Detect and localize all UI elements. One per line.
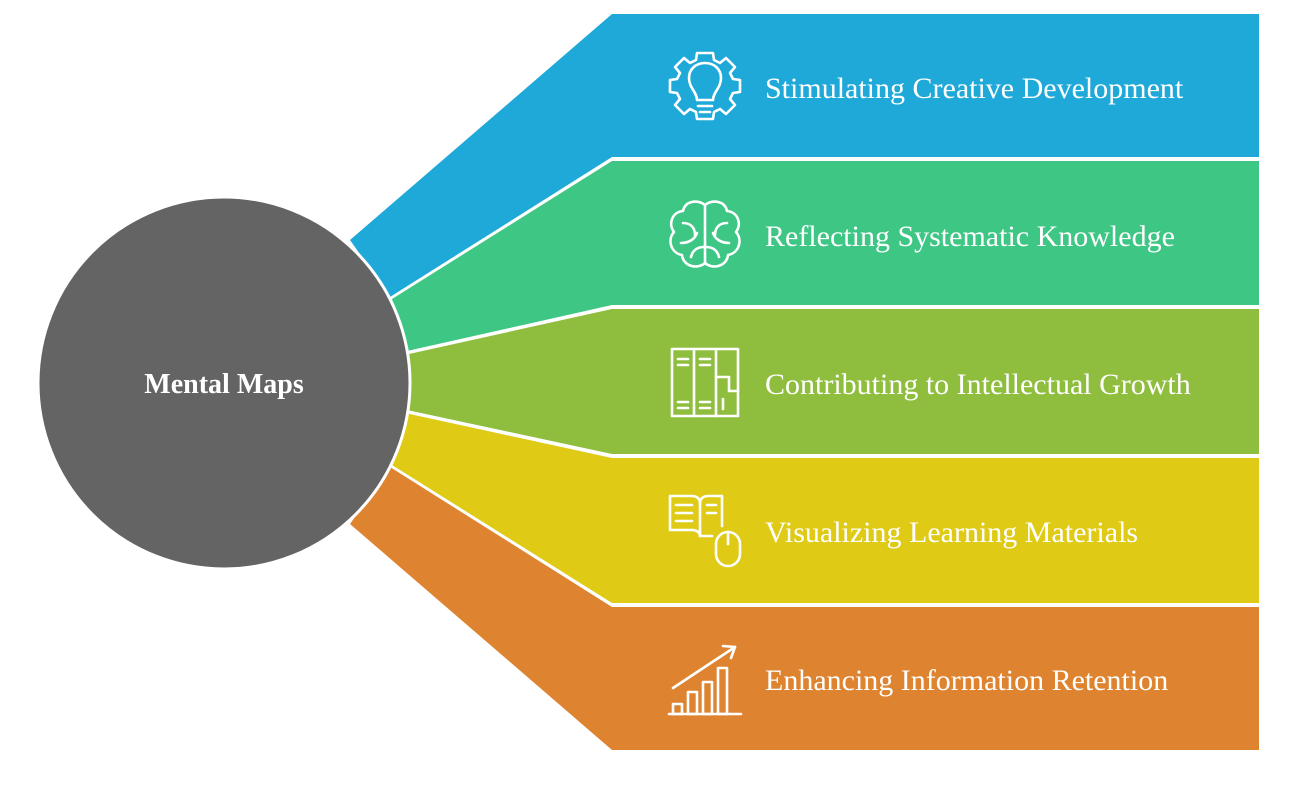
lightbulb-gear-icon xyxy=(668,51,742,121)
bookshelf-icon xyxy=(670,347,740,418)
book-mouse-icon xyxy=(668,494,742,568)
hub-label: Mental Maps xyxy=(144,369,304,400)
branch-band xyxy=(392,413,1259,603)
branch-label: Reflecting Systematic Knowledge xyxy=(765,220,1175,253)
branch-label: Stimulating Creative Development xyxy=(765,72,1184,105)
branch-band xyxy=(350,14,1259,297)
branch-label: Visualizing Learning Materials xyxy=(765,516,1138,549)
branch-visualizing-learning-materials: Visualizing Learning Materials xyxy=(392,413,1259,603)
branch-label: Enhancing Information Retention xyxy=(765,664,1168,697)
branch-reflecting-systematic-knowledge: Reflecting Systematic Knowledge xyxy=(392,161,1259,351)
hub: Mental Maps xyxy=(36,195,412,571)
branch-label: Contributing to Intellectual Growth xyxy=(765,368,1191,401)
hub-circle xyxy=(36,195,412,571)
brain-icon xyxy=(669,200,741,268)
branch-band xyxy=(350,467,1259,750)
growth-chart-icon xyxy=(667,644,743,716)
branch-contributing-to-intellectual-growth: Contributing to Intellectual Growth xyxy=(407,309,1259,454)
branch-band xyxy=(392,161,1259,351)
branch-enhancing-information-retention: Enhancing Information Retention xyxy=(350,467,1259,750)
branch-band xyxy=(407,309,1259,454)
branch-stimulating-creative-development: Stimulating Creative Development xyxy=(350,14,1259,297)
